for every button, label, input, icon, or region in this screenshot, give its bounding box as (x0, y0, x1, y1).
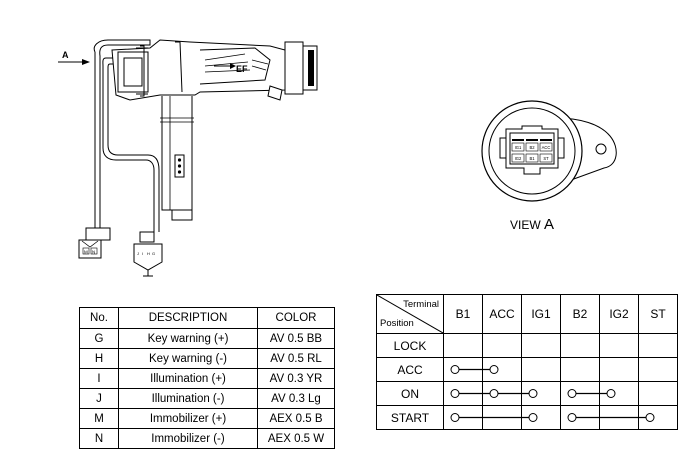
wire-description-table: No. DESCRIPTION COLOR G Key warning (+) … (79, 307, 335, 449)
row-desc: Illumination (+) (118, 368, 258, 389)
connector-n-label: N (92, 250, 95, 255)
row-no: N (79, 428, 119, 449)
connector-h-label: H (147, 251, 150, 256)
terminal-header-st: ST (638, 294, 678, 334)
pin-acc: ACC (542, 145, 551, 150)
row-color: AV 0.3 Lg (257, 388, 335, 409)
row-color: AEX 0.5 B (257, 408, 335, 429)
table-row: H Key warning (-) AV 0.5 RL (79, 348, 335, 369)
row-no: H (79, 348, 119, 369)
pin-ig2: IG2 (515, 156, 522, 161)
switch-continuity-table: Terminal Position B1 ACC IG1 B2 IG2 ST L… (376, 294, 678, 430)
continuity-header-row: Terminal Position B1 ACC IG1 B2 IG2 ST (376, 294, 678, 334)
row-color: AEX 0.5 W (257, 428, 335, 449)
table-row: I Illumination (+) AV 0.3 YR (79, 368, 335, 389)
terminal-header-ig1: IG1 (521, 294, 561, 334)
position-row: ACC (376, 357, 678, 382)
position-acc: ACC (376, 357, 444, 382)
view-caption-letter: A (544, 216, 555, 233)
row-no: J (79, 388, 119, 409)
view-caption-prefix: VIEW (510, 218, 541, 232)
table-row: J Illumination (-) AV 0.3 Lg (79, 388, 335, 409)
position-start: START (376, 405, 444, 430)
row-desc: Key warning (-) (118, 348, 258, 369)
ef-label: EF (236, 64, 248, 74)
row-color: AV 0.3 YR (257, 368, 335, 389)
header-no: No. (79, 307, 119, 329)
view-a-pin-grid: IG1 B2 ACC IG2 B1 ST (511, 139, 553, 163)
pin-ig1: IG1 (515, 145, 522, 150)
position-lock: LOCK (376, 333, 444, 358)
connector-g-label: G (152, 251, 155, 256)
row-no: M (79, 408, 119, 429)
connector-m-label: M (84, 250, 88, 255)
terminal-header-ig2: IG2 (599, 294, 639, 334)
terminal-header-b2: B2 (560, 294, 600, 334)
row-no: I (79, 368, 119, 389)
table-row: M Immobilizer (+) AEX 0.5 B (79, 408, 335, 429)
arrow-a-label: A (62, 50, 69, 60)
connector-j-label: J (137, 251, 139, 256)
terminal-header-b1: B1 (443, 294, 483, 334)
connector-i-label: I (142, 251, 143, 256)
header-description: DESCRIPTION (118, 307, 258, 329)
position-row: ON (376, 381, 678, 406)
row-color: AV 0.5 BB (257, 328, 335, 349)
table-row: N Immobilizer (-) AEX 0.5 W (79, 428, 335, 449)
corner-terminal-label: Terminal (403, 299, 439, 310)
terminal-header-acc: ACC (482, 294, 522, 334)
row-desc: Illumination (-) (118, 388, 258, 409)
view-a-caption: VIEW A (510, 216, 554, 233)
table-header-row: No. DESCRIPTION COLOR (79, 307, 335, 329)
header-color: COLOR (257, 307, 335, 329)
continuity-corner-cell: Terminal Position (376, 294, 444, 334)
row-desc: Immobilizer (+) (118, 408, 258, 429)
pin-st: ST (543, 156, 549, 161)
row-desc: Key warning (+) (118, 328, 258, 349)
position-row: LOCK (376, 333, 678, 358)
table-row: G Key warning (+) AV 0.5 BB (79, 328, 335, 349)
row-desc: Immobilizer (-) (118, 428, 258, 449)
pin-b2: B2 (529, 145, 535, 150)
row-color: AV 0.5 RL (257, 348, 335, 369)
corner-position-label: Position (380, 318, 414, 329)
pin-b1: B1 (529, 156, 535, 161)
position-on: ON (376, 381, 444, 406)
position-row: START (376, 405, 678, 430)
row-no: G (79, 328, 119, 349)
view-a-connector-face: IG1 B2 ACC IG2 B1 ST (481, 100, 617, 202)
